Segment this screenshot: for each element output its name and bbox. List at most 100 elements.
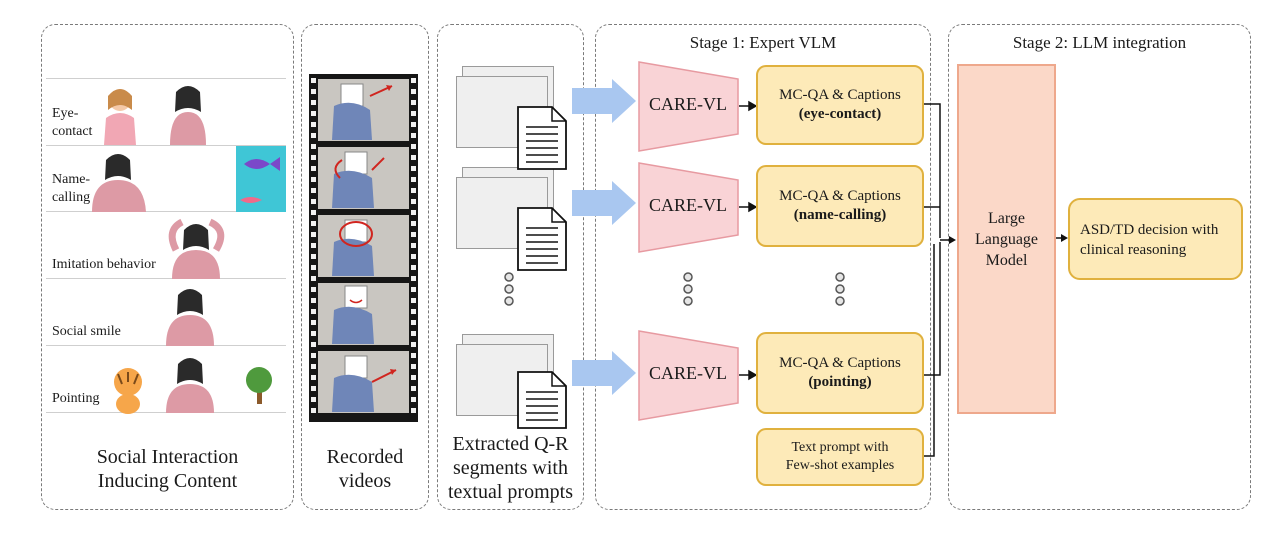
film-sprocket xyxy=(311,254,316,259)
stage2-title: Stage 2: LLM integration xyxy=(1012,33,1187,52)
film-sprocket xyxy=(311,166,316,171)
fish-tank xyxy=(236,146,286,212)
caption-social-content: Social Interaction Inducing Content xyxy=(96,446,239,492)
film-sprocket xyxy=(311,199,316,204)
film-sprocket xyxy=(411,210,416,215)
arrow-icon xyxy=(572,181,636,225)
ellipsis-dots-icon xyxy=(683,272,693,306)
arrow-icon xyxy=(572,79,636,123)
care-vl-label: CARE-VL xyxy=(649,94,727,114)
film-sprocket xyxy=(411,364,416,369)
tiger-icon xyxy=(114,368,142,414)
film-sprocket xyxy=(411,221,416,226)
frame-2-content xyxy=(332,151,385,208)
care-vl-block xyxy=(638,162,739,253)
cartoon-girl-icon xyxy=(104,89,136,145)
caption-task: (eye-contact) xyxy=(798,106,882,122)
llm-label: Large Language Model xyxy=(974,210,1039,269)
film-sprocket xyxy=(411,254,416,259)
film-sprocket xyxy=(311,78,316,83)
film-sprocket xyxy=(311,210,316,215)
caption-box-eye-contact: MC-QA & Captions (eye-contact) xyxy=(756,65,924,145)
film-sprocket xyxy=(311,155,316,160)
content-row-eye-contact: Eye- contact xyxy=(46,78,286,146)
film-sprocket xyxy=(411,309,416,314)
film-sprocket xyxy=(411,111,416,116)
film-sprocket xyxy=(311,375,316,380)
film-sprocket xyxy=(411,166,416,171)
film-sprocket xyxy=(411,265,416,270)
film-sprocket xyxy=(311,276,316,281)
film-sprocket xyxy=(311,100,316,105)
film-sprocket xyxy=(311,298,316,303)
film-sprocket xyxy=(411,133,416,138)
film-sprocket xyxy=(411,287,416,292)
tree-icon xyxy=(246,367,272,404)
film-sprocket xyxy=(311,188,316,193)
film-sprocket xyxy=(311,177,316,182)
film-sprocket xyxy=(311,353,316,358)
film-sprocket xyxy=(411,243,416,248)
film-sprocket xyxy=(411,408,416,413)
stage1-title: Stage 1: Expert VLM xyxy=(689,33,837,52)
content-row-pointing: Pointing xyxy=(46,346,286,413)
row-label: Name- calling xyxy=(52,172,91,205)
film-sprocket xyxy=(411,276,416,281)
film-sprocket xyxy=(411,397,416,402)
ellipsis-dots-icon xyxy=(504,272,514,306)
ellipsis-dots-icon xyxy=(835,272,845,306)
film-sprocket xyxy=(411,342,416,347)
film-sprocket xyxy=(411,100,416,105)
caption-box-pointing: MC-QA & Captions (pointing) xyxy=(756,332,924,414)
film-sprocket xyxy=(311,342,316,347)
caption-line: MC-QA & Captions xyxy=(779,87,901,103)
frame-3-content xyxy=(332,219,374,276)
film-sprocket xyxy=(311,243,316,248)
frame-5-content xyxy=(332,355,397,412)
caption-line: MC-QA & Captions xyxy=(779,355,901,371)
llm-box xyxy=(957,64,1056,414)
decision-box: ASD/TD decision with clinical reasoning xyxy=(1068,198,1243,280)
film-sprocket xyxy=(311,265,316,270)
woman-figure xyxy=(170,86,206,145)
film-sprocket xyxy=(411,89,416,94)
care-vl-label: CARE-VL xyxy=(649,363,727,383)
care-vl-block xyxy=(638,61,739,152)
panel-stage1: Stage 1: Expert VLM xyxy=(595,24,931,510)
content-row-name-calling: Name- calling xyxy=(46,145,286,212)
film-sprocket xyxy=(311,408,316,413)
frame-4-content xyxy=(332,285,374,344)
panel-social-content: Social Interaction Inducing Content xyxy=(41,24,294,510)
film-sprocket xyxy=(411,177,416,182)
film-sprocket xyxy=(411,353,416,358)
film-sprocket xyxy=(311,133,316,138)
film-sprocket xyxy=(311,386,316,391)
connector-arrows xyxy=(739,100,758,381)
content-row-imitation: Imitation behavior xyxy=(46,212,286,279)
caption-task: (name-calling) xyxy=(793,207,887,223)
film-sprocket xyxy=(411,188,416,193)
film-sprocket xyxy=(311,144,316,149)
row-label: Eye- contact xyxy=(52,106,93,139)
film-sprocket xyxy=(411,144,416,149)
fish-icon xyxy=(244,159,270,169)
row-label: Social smile xyxy=(52,324,121,339)
film-sprocket xyxy=(311,397,316,402)
caption-task: (pointing) xyxy=(808,374,872,390)
row-label: Pointing xyxy=(52,391,100,406)
film-sprocket xyxy=(311,221,316,226)
film-sprocket xyxy=(311,364,316,369)
prompt-box: Text prompt with Few-shot examples xyxy=(756,428,924,486)
panel-recorded-videos: Recorded videos xyxy=(301,24,429,510)
film-sprocket xyxy=(411,320,416,325)
frame-1-content xyxy=(332,83,393,140)
caption-extracted-segments: Extracted Q-R segments with textual prom… xyxy=(448,433,573,503)
film-sprocket xyxy=(411,298,416,303)
film-sprocket xyxy=(411,375,416,380)
document-icon xyxy=(517,371,567,429)
woman-figure xyxy=(92,154,146,212)
prompt-text: Text prompt with Few-shot examples xyxy=(785,440,895,473)
film-sprocket xyxy=(411,199,416,204)
decision-text: ASD/TD decision with clinical reasoning xyxy=(1080,222,1219,258)
